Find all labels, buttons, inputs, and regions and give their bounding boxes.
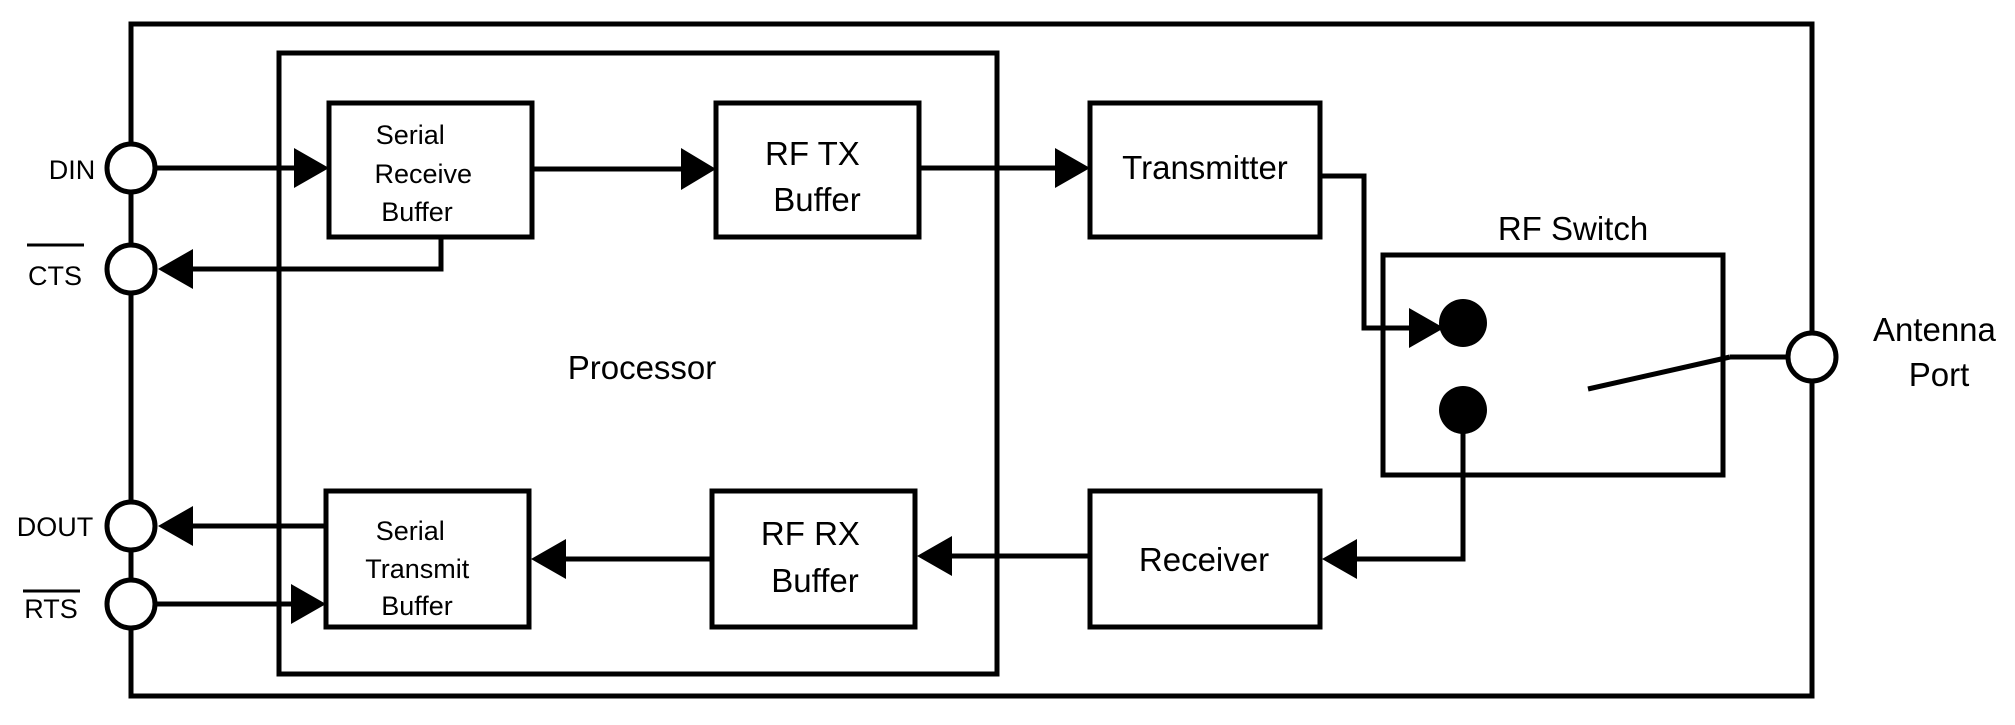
rf-tx-buffer-label: RF TX Buffer bbox=[765, 135, 869, 218]
antenna-port-line-2: Port bbox=[1909, 356, 1970, 393]
din-pin bbox=[104, 141, 158, 195]
arrowhead-rf-tx-input bbox=[681, 148, 716, 190]
arrowhead-serial-transmit-rts-input bbox=[291, 584, 326, 624]
transmitter-block bbox=[1087, 100, 1323, 240]
antenna-port-line-1: Antenna bbox=[1873, 311, 1997, 348]
serial-transmit-buffer-line-2: Transmit bbox=[365, 554, 470, 584]
rf-switch-label: RF Switch bbox=[1498, 210, 1648, 247]
serial-receive-buffer-label: Serial Receive Buffer bbox=[374, 120, 479, 227]
serial-transmit-buffer-block bbox=[323, 488, 532, 630]
dout-label: DOUT bbox=[17, 512, 94, 542]
serial-receive-buffer-line-2: Receive bbox=[374, 159, 472, 189]
rf-rx-buffer-label: RF RX Buffer bbox=[761, 515, 869, 599]
serial-receive-buffer-block bbox=[326, 100, 535, 240]
rf-tx-buffer-block bbox=[713, 100, 922, 240]
serial-receive-buffer-line-3: Buffer bbox=[381, 197, 453, 227]
processor-label: Processor bbox=[568, 349, 717, 386]
rf-switch-to-receiver-line bbox=[1350, 432, 1466, 562]
serial-transmit-buffer-line-1: Serial bbox=[376, 516, 445, 546]
rf-switch-tx-contact bbox=[1439, 299, 1487, 347]
rf-rx-buffer-block bbox=[709, 488, 918, 630]
rf-switch-rx-contact bbox=[1439, 386, 1487, 434]
arrowhead-receiver-input bbox=[1322, 539, 1357, 579]
arrowhead-transmitter-input bbox=[1055, 148, 1090, 188]
receiver-block bbox=[1087, 488, 1323, 630]
antenna-port-label: Antenna Port bbox=[1873, 311, 2005, 393]
transmitter-label: Transmitter bbox=[1122, 149, 1288, 186]
rf-tx-buffer-line-2: Buffer bbox=[773, 181, 860, 218]
arrowhead-dout-output bbox=[158, 506, 193, 546]
cts-label: CTS bbox=[28, 261, 82, 291]
transmitter-to-rf-switch-line bbox=[1320, 173, 1414, 331]
rts-label: RTS bbox=[24, 594, 78, 624]
serial-receive-to-cts-line bbox=[186, 237, 444, 272]
rf-switch-block bbox=[1380, 252, 1726, 478]
arrowhead-serial-receive-input bbox=[294, 148, 329, 188]
rf-switch-lever bbox=[1587, 354, 1731, 392]
serial-transmit-buffer-line-3: Buffer bbox=[381, 591, 453, 621]
serial-transmit-buffer-label: Serial Transmit Buffer bbox=[365, 516, 477, 621]
rts-pin bbox=[104, 577, 158, 631]
antenna-port-pin bbox=[1785, 330, 1839, 384]
rf-rx-buffer-line-1: RF RX bbox=[761, 515, 860, 552]
arrowhead-cts-output bbox=[158, 249, 193, 289]
arrowhead-serial-transmit-input bbox=[531, 539, 566, 579]
receiver-label: Receiver bbox=[1139, 541, 1269, 578]
cts-pin bbox=[104, 242, 158, 296]
rf-tx-buffer-line-1: RF TX bbox=[765, 135, 860, 172]
serial-receive-buffer-line-1: Serial bbox=[376, 120, 445, 150]
arrowhead-rf-switch-input bbox=[1409, 308, 1444, 348]
din-label: DIN bbox=[49, 155, 96, 185]
arrowhead-rf-rx-input bbox=[917, 536, 952, 576]
rf-rx-buffer-line-2: Buffer bbox=[771, 562, 858, 599]
dout-pin bbox=[104, 499, 158, 553]
